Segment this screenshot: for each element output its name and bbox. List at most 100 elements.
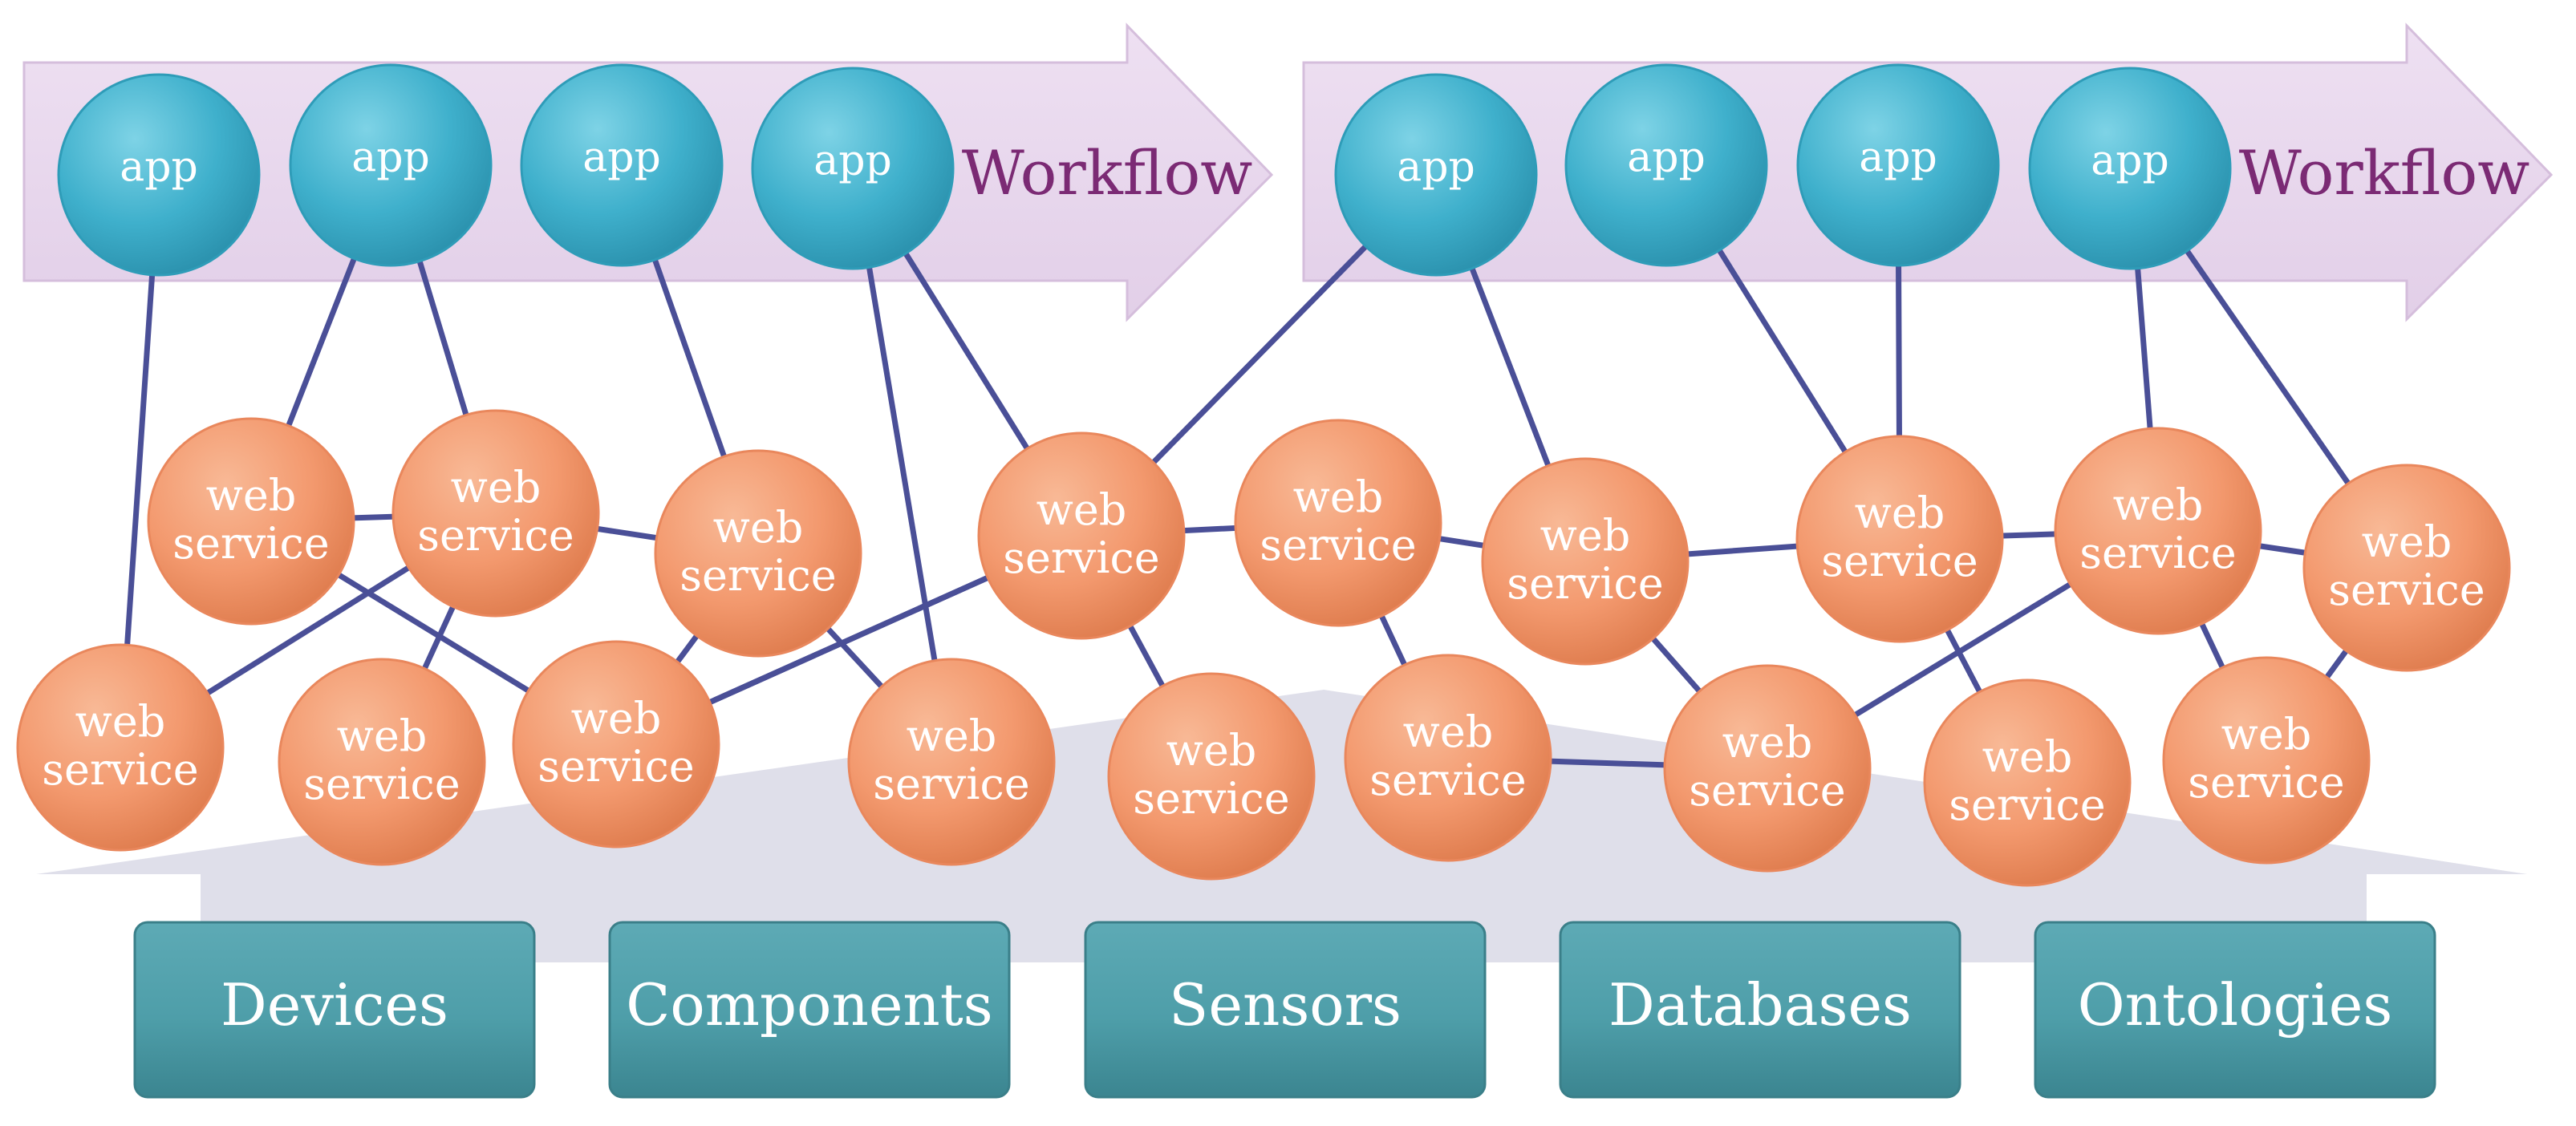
web-service-label-line1: web [1855,488,1945,538]
resource-box-ontologies: Ontologies [2034,921,2436,1099]
app-label: app [1627,134,1706,182]
web-service-label-line2: service [538,741,694,792]
app-label: app [1397,144,1475,192]
web-service-label-line1: web [1166,725,1257,776]
web-service-circle [1795,435,2004,643]
web-service-circle [391,409,600,618]
web-service-circle [512,640,720,849]
resource-box-devices: Devices [133,921,536,1099]
web-service-label-line1: web [1982,731,2073,782]
web-service-label-line2: service [1003,533,1159,583]
web-service-label-line1: web [337,711,428,761]
app-label: app [813,137,892,185]
web-service-circle [1234,419,1442,627]
web-service-label-line2: service [2328,565,2485,615]
web-service-label-line1: web [75,696,166,747]
web-service-label-line2: service [1260,520,1416,570]
web-service-label-line1: web [1293,472,1384,522]
web-service-label-line2: service [873,759,1029,809]
app-circle [751,67,955,270]
app-circle [289,63,493,267]
web-service-label-line2: service [1821,536,1978,586]
app-node: app [1564,63,1768,267]
resource-box-sensors: Sensors [1084,921,1487,1099]
web-service-label-line2: service [303,759,460,809]
app-circle [520,63,724,267]
web-service-circle [278,658,486,866]
app-circle [57,73,261,277]
web-service-label-line1: web [451,462,542,512]
web-service-label-line2: service [2188,757,2344,808]
resource-label: Databases [1608,971,1912,1039]
app-node: app [1796,63,2000,267]
web-service-label-line2: service [2079,528,2236,578]
resource-label: Ontologies [2078,971,2393,1039]
resource-label: Components [626,971,992,1039]
workflow-label-1: Workflow [962,137,1253,209]
web-service-circle [1923,678,2132,887]
web-service-circle [847,658,1056,866]
app-node: app [1334,73,1538,277]
web-service-label-line2: service [1133,773,1289,824]
web-service-circle [1107,672,1316,881]
app-node: app [57,73,261,277]
app-label: app [351,134,430,182]
web-service-circle [16,643,225,852]
web-service-label-line2: service [1369,755,1526,805]
resource-label: Devices [221,971,448,1039]
web-service-label-line1: web [2113,480,2204,530]
web-service-label-line2: service [679,550,836,601]
app-label: app [120,144,198,192]
web-service-circle [654,449,862,658]
web-service-label-line1: web [2221,709,2312,759]
web-service-circle [2162,656,2371,865]
web-service-circle [977,431,1186,640]
resource-label: Sensors [1169,971,1402,1039]
web-service-circle [1344,654,1552,862]
app-circle [1796,63,2000,267]
app-node: app [2028,67,2232,270]
web-service-label-line1: web [571,693,662,743]
resource-box-databases: Databases [1559,921,1961,1099]
app-circle [1564,63,1768,267]
web-service-circle [2054,427,2262,635]
web-service-label-line1: web [2362,516,2452,567]
web-service-label-line2: service [172,518,329,569]
web-service-label-line1: web [206,470,297,520]
web-service-label-line1: web [1722,717,1813,768]
app-node: app [289,63,493,267]
web-service-label-line1: web [1036,484,1127,535]
web-service-label-line1: web [907,711,997,761]
web-service-circle [1663,664,1872,873]
web-service-label-line2: service [417,510,574,561]
web-service-label-line2: service [1949,780,2105,830]
app-label: app [582,134,661,182]
app-node: app [520,63,724,267]
web-service-label-line1: web [1403,707,1494,757]
resource-box-components: Components [608,921,1011,1099]
web-service-label-line1: web [713,502,804,553]
web-service-label-line2: service [42,744,198,795]
web-service-label-line2: service [1507,558,1663,609]
app-node: app [751,67,955,270]
web-service-circle [1481,457,1690,666]
web-service-label-line1: web [1540,510,1631,561]
